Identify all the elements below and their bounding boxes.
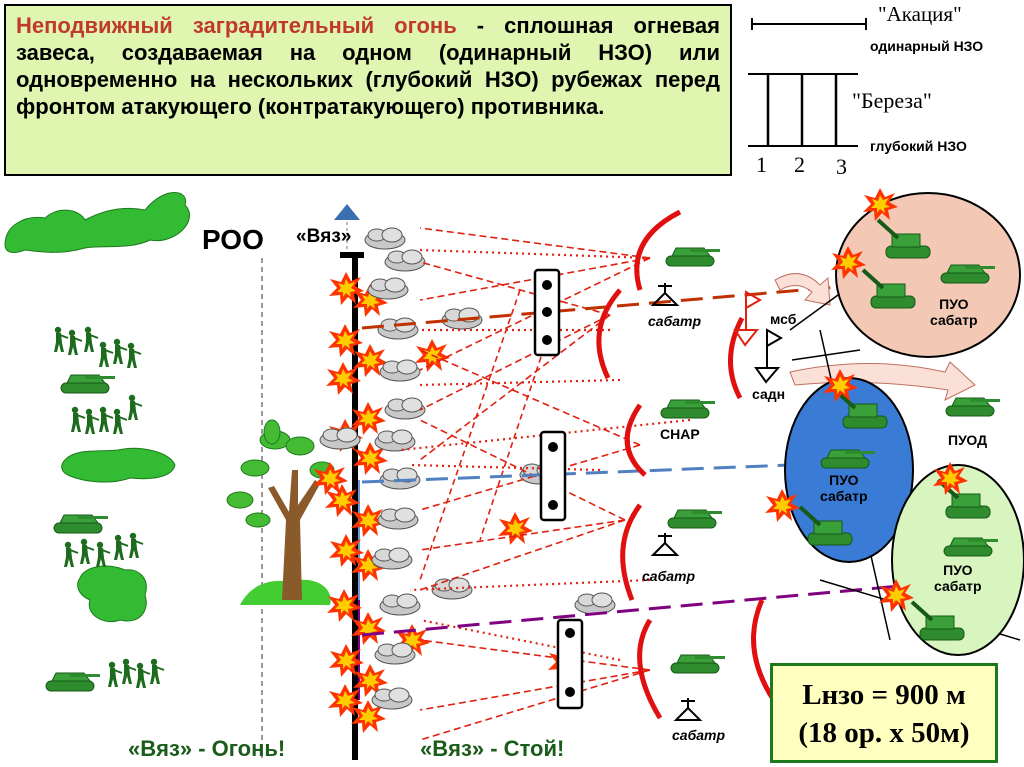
- sadn-label: садн: [752, 386, 786, 402]
- definition-box: Неподвижный заградительный огонь - сплош…: [4, 4, 732, 176]
- legend-single-code: "Акация": [878, 2, 962, 26]
- command-stop: «Вяз» - Стой!: [420, 736, 565, 761]
- ellipse-battery-1: [831, 188, 1021, 358]
- command-post-icon: [652, 282, 784, 721]
- sabatr-label-3: сабатр: [672, 727, 726, 743]
- formula-box: Lнзо = 900 м (18 ор. х 50м): [770, 663, 998, 763]
- puod-vehicle: [945, 397, 1001, 417]
- puod-label: ПУОД: [948, 432, 988, 448]
- formula-line-2: (18 ор. х 50м): [798, 717, 970, 749]
- definition-heading: Неподвижный заградительный огонь: [16, 13, 457, 38]
- legend-line-1: 1: [756, 152, 767, 177]
- legend-line-3: 3: [836, 154, 847, 179]
- sabatr-label-2: сабатр: [642, 568, 696, 584]
- vegetation-left: [4, 192, 191, 623]
- command-fire: «Вяз» - Огонь!: [128, 736, 286, 761]
- ellipse-battery-2: [765, 369, 914, 563]
- msb-label: мсб: [770, 311, 797, 327]
- legend-single-label: одинарный НЗО: [870, 38, 984, 54]
- puo-label-3: ПУО сабатр: [934, 562, 982, 594]
- roo-label: РОО: [202, 224, 264, 255]
- vyaz-label: «Вяз»: [296, 226, 352, 247]
- definition-text: Неподвижный заградительный огонь - сплош…: [16, 12, 720, 120]
- sabatr-label-1: сабатр: [648, 313, 702, 329]
- artillery-vehicles: [660, 247, 726, 674]
- ellipse-battery-3: [879, 462, 1024, 656]
- enemy-forces: [45, 325, 165, 692]
- phase-lines: [361, 285, 901, 637]
- legend-line-2: 2: [794, 152, 805, 177]
- formula-line-1: Lнзо = 900 м: [802, 679, 966, 711]
- legend-graphic: [748, 18, 867, 147]
- tree-icon: [226, 419, 335, 605]
- snar-label: СНАР: [660, 426, 700, 442]
- definition-body: сплошная огневая завеса, создаваемая на …: [16, 13, 720, 119]
- legend-deep-label: глубокий НЗО: [870, 138, 967, 154]
- battery-arcs: [596, 209, 778, 720]
- puo-label-1: ПУО сабатр: [930, 296, 978, 328]
- definition-dash: -: [456, 13, 505, 38]
- legend-deep-code: "Береза": [852, 88, 932, 113]
- fire-control-markers: [533, 268, 584, 710]
- puo-label-2: ПУО сабатр: [820, 472, 868, 504]
